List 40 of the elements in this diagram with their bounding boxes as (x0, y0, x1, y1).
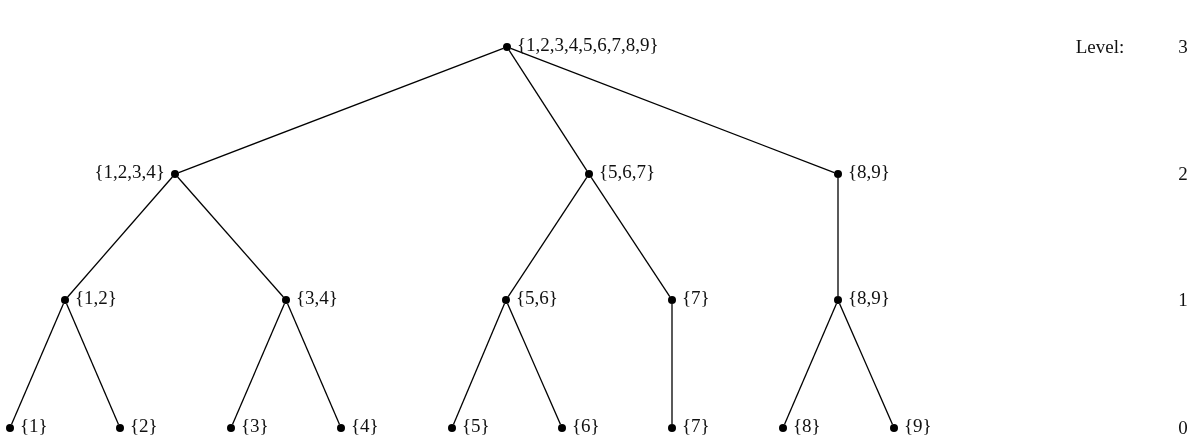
tree-edge (506, 303, 562, 425)
set-label: {5,6} (516, 288, 558, 307)
tree-edge (783, 303, 838, 425)
tree-edge (65, 303, 120, 425)
set-label: {1} (20, 416, 48, 435)
set-label: {1,2,3,4} (94, 162, 165, 181)
tree-edge (590, 176, 671, 298)
tree-edge (510, 47, 835, 174)
level-number: 1 (1178, 290, 1188, 309)
set-label: {2} (130, 416, 158, 435)
set-label: {8} (793, 416, 821, 435)
set-label: {8,9} (848, 162, 890, 181)
level-number: 0 (1178, 418, 1188, 437)
tree-edge (10, 303, 65, 425)
level-number: 2 (1178, 164, 1188, 183)
set-label: {8,9} (848, 288, 890, 307)
tree-edge (452, 303, 506, 425)
set-label: {7} (682, 288, 710, 307)
set-label: {5} (462, 416, 490, 435)
level-number: 3 (1178, 37, 1188, 56)
set-label: {1,2} (75, 288, 117, 307)
tree-edge (508, 49, 588, 172)
set-label: {7} (682, 416, 710, 435)
tree-edge (838, 303, 894, 425)
tree-edge (178, 47, 504, 174)
set-label: {3} (241, 416, 269, 435)
tree-edge (507, 176, 588, 298)
tree-edge (671, 303, 673, 425)
set-label: {1,2,3,4,5,6,7,8,9} (517, 35, 659, 54)
set-label: {9} (904, 416, 932, 435)
tree-edge (837, 177, 839, 297)
tree-edge (66, 176, 173, 298)
tree-edge (286, 303, 341, 425)
set-label: {6} (572, 416, 600, 435)
set-label: {5,6,7} (599, 162, 656, 181)
set-label: {3,4} (296, 288, 338, 307)
level-heading: Level: (1075, 37, 1125, 56)
tree-edge (231, 303, 286, 425)
tree-edge (177, 176, 284, 298)
set-label: {4} (351, 416, 379, 435)
